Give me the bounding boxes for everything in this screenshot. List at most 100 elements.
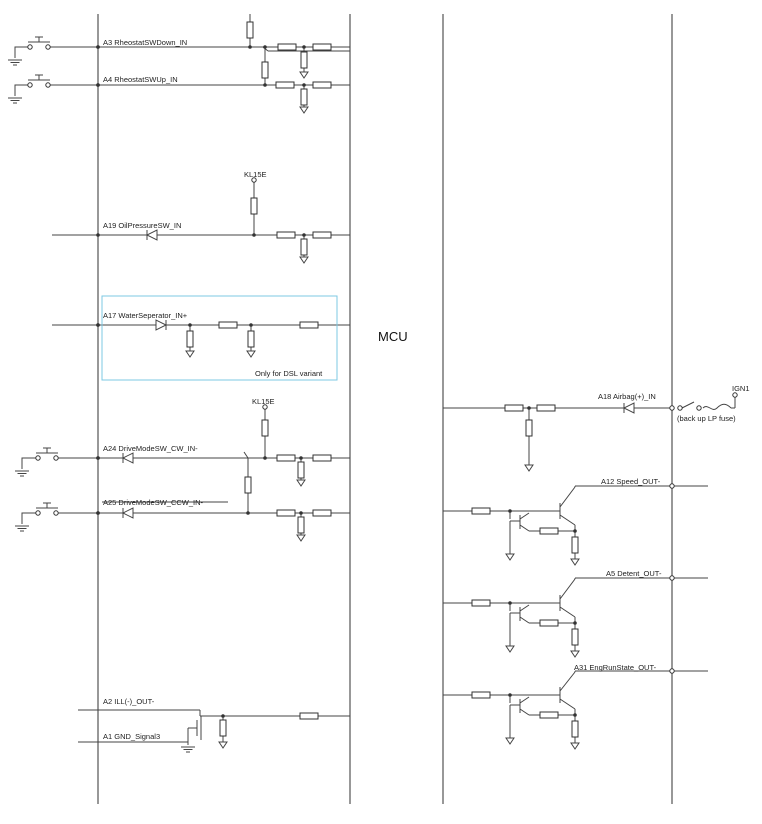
terminal [35,510,41,516]
mcu-label: MCU [378,329,408,344]
resistor [297,516,305,534]
supply-ign1-label: IGN1 [732,384,750,393]
resistor [471,691,491,699]
resistor [312,454,332,462]
junction-dot [188,323,192,327]
resistor [471,507,491,515]
resistor [300,88,308,106]
wire [243,451,249,459]
terminal [669,405,675,411]
dsl-variant-box [101,295,338,381]
supply-kl15e-label: KL15E [244,170,267,179]
wire [519,512,530,520]
junction-dot [252,233,256,237]
ground-arrow [218,741,228,749]
diode [155,319,168,331]
resistor [571,536,579,554]
signal-a2-label: A2 ILL(-)_OUT- [103,697,155,706]
signal-a17-label: A17 WaterSeperator_IN+ [103,311,188,320]
ground-arrow [299,256,309,264]
signal-a18-label: A18 Airbag(+)_IN [598,392,656,401]
terminal [27,44,33,50]
terminal [669,575,675,581]
signal-a1-label: A1 GND_Signal3 [103,732,160,741]
wire [519,616,530,624]
backup-fuse-note: (back up LP fuse) [677,414,736,423]
resistor [571,720,579,738]
junction-dot [96,233,100,237]
resistor [244,476,252,494]
resistor [277,43,297,51]
junction-dot [221,714,225,718]
resistor [186,330,194,348]
junction-dot [246,511,250,515]
resistor [218,321,238,329]
signal-a12-label: A12 Speed_OUT- [601,477,661,486]
junction-dot [302,83,306,87]
resistor [261,61,269,79]
wire [559,671,576,692]
junction-dot [299,511,303,515]
junction-dot [263,83,267,87]
ground-arrow [296,479,306,487]
diode [121,507,134,519]
signal-a25-label: A25 DriveModeSW_CCW_IN- [103,498,204,507]
resistor [276,231,296,239]
wire [519,708,530,716]
terminal [732,392,738,398]
resistor [247,330,255,348]
resistor [539,619,559,627]
junction-dot [302,233,306,237]
terminal [669,668,675,674]
supply-kl15e-label-2: KL15E [252,397,275,406]
dsl-variant-note: Only for DSL variant [255,369,323,378]
wire [559,514,576,526]
terminal [45,44,51,50]
ground-arrow [505,645,515,653]
ground-arrow [299,106,309,114]
resistor [276,509,296,517]
resistor [250,197,258,215]
terminal [677,405,683,411]
junction-dot [527,406,531,410]
junction-dot [249,323,253,327]
resistor [539,527,559,535]
signal-a4-label: A4 RheostatSWUp_IN [103,75,178,84]
junction-dot [573,529,577,533]
terminal [262,404,268,410]
ground-arrow [570,650,580,658]
wire [519,696,530,704]
wire [559,578,576,600]
wire [559,486,576,508]
wire [681,401,695,409]
signal-a24-label: A24 DriveModeSW_CW_IN- [103,444,198,453]
junction-dot [96,83,100,87]
resistor [300,51,308,69]
junction-dot [96,45,100,49]
signal-a5-label: A5 Detent_OUT- [606,569,662,578]
resistor [312,43,332,51]
terminal [696,405,702,411]
junction-dot [96,511,100,515]
junction-dot [248,45,252,49]
junction-dot [508,601,512,605]
ground-arrow [299,71,309,79]
terminal [53,455,59,461]
a4-ground-lead [14,84,28,96]
resistor [536,404,556,412]
junction-dot [299,456,303,460]
ground-arrow [505,737,515,745]
resistor [312,81,332,89]
terminal [45,82,51,88]
junction-dot [263,456,267,460]
junction-dot [573,713,577,717]
diode [622,402,635,414]
resistor [471,599,491,607]
a25-ground-lead [21,512,36,524]
ground-arrow [570,742,580,750]
a24-ground-lead [21,457,36,469]
terminal [669,483,675,489]
resistor [571,628,579,646]
resistor [219,719,227,737]
junction-dot [508,509,512,513]
